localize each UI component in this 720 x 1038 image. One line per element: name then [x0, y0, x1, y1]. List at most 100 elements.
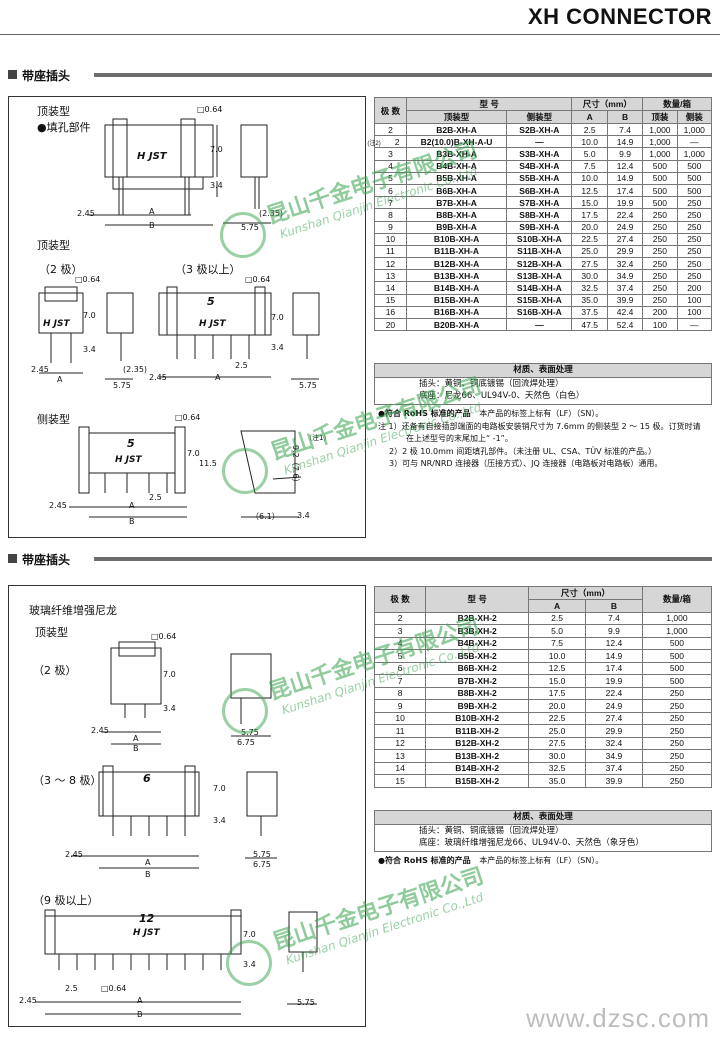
cell-poles: 2 [374, 122, 407, 137]
col-qty-side: 侧装 [676, 110, 713, 124]
cell-poles: 11 [374, 244, 407, 259]
cell-qty-top: 1,000 [642, 135, 678, 149]
cell-top-model: B4B-XH-A [405, 159, 508, 173]
cell-text: B8B-XH-A [436, 209, 477, 220]
cell-b: 29.9 [584, 724, 643, 738]
footer-site: www.dzsc.com [526, 1003, 710, 1033]
cell-poles: 15 [374, 293, 407, 307]
cell-b: 34.9 [606, 269, 644, 283]
cell-text: S15B-XH-A [516, 295, 562, 306]
cell-text: 20.0 [581, 222, 598, 233]
cell-poles: 10 [373, 711, 427, 725]
cell-text: 250 [687, 258, 702, 269]
s2-dim-pin-len: 3.4 [163, 704, 176, 713]
dim-pitch-side: 2.5 [149, 493, 162, 502]
cell-text: 42.4 [616, 307, 634, 318]
cell-text: — [690, 136, 699, 147]
cell-qty-top: 250 [642, 232, 678, 246]
cell-qty-top: 500 [642, 171, 678, 185]
cell-poles: 6 [374, 183, 407, 198]
cell-text: — [690, 319, 699, 330]
s2-dim-b-3: B [137, 1010, 143, 1019]
cell-top-model: B15B-XH-A [405, 293, 508, 307]
s2-col-model: 型 号 [425, 586, 530, 613]
cell-text: 7.5 [583, 161, 596, 172]
label-top-type-s2: 顶装型 [35, 626, 68, 639]
cell-b: 29.9 [606, 244, 644, 259]
cell-b: 37.4 [606, 281, 644, 295]
cell-b: 9.9 [606, 147, 644, 161]
cell-text: 5 [388, 173, 393, 184]
watermark-logo-icon-2 [222, 448, 268, 494]
cell-a: 2.5 [571, 122, 608, 137]
dim-offset: 2.45 [77, 209, 95, 218]
cell-poles: 3 [373, 624, 427, 638]
cell-qty-top: 1,000 [642, 147, 678, 161]
dim-pin-size-side: □0.64 [175, 413, 201, 422]
cell-poles: 8 [373, 686, 427, 700]
cell-b: 27.4 [606, 232, 644, 246]
rohs-label: ●符合 RoHS 标准的产品 [378, 409, 471, 418]
cell-side-model: S3B-XH-A [506, 147, 573, 161]
rohs-note: ●符合 RoHS 标准的产品 本产品的标签上标有（LF）（SN）。 [378, 408, 603, 419]
s2-dim-a-3: A [137, 996, 143, 1005]
cell-a: 37.5 [571, 305, 608, 320]
s2-dim-b-2: B [145, 870, 151, 879]
cell-text: 1,000 [649, 136, 671, 147]
cell-side-model: S9B-XH-A [506, 220, 573, 234]
cell-a: 10.0 [571, 171, 608, 185]
s2-rohs-label: ●符合 RoHS 标准的产品 [378, 856, 471, 865]
cell-qty-side: 100 [676, 305, 713, 320]
cell-a: 30.0 [528, 749, 586, 763]
connector-drawings-section2 [35, 641, 318, 1015]
cell-qty: 250 [641, 699, 713, 713]
dim-height-side: 7.0 [187, 449, 200, 458]
label-side-type: 侧装型 [37, 413, 70, 426]
dim-575-2: 5.75 [113, 381, 131, 390]
section-rule-2 [94, 557, 712, 561]
cell-top-model: B10B-XH-A [405, 232, 508, 246]
cell-text: 250 [687, 234, 702, 245]
cell-side-model: S10B-XH-A [506, 232, 573, 246]
section1-title: 带座插头 [22, 69, 71, 83]
cell-top-model: B2(10.0)B-XH-A-U [405, 135, 508, 149]
cell-poles: 13 [373, 749, 427, 763]
dim-offset-3: 2.45 [149, 373, 167, 382]
cell-b: 22.4 [584, 686, 643, 700]
cell-poles: 13 [374, 269, 407, 283]
cell-model: B11B-XH-2 [425, 724, 530, 738]
s2-jst: H JST [133, 928, 160, 938]
cell-a: 35.0 [528, 774, 586, 788]
s2-dim-pin-3: □0.64 [101, 984, 127, 993]
cell-side-model: S2B-XH-A [506, 122, 573, 137]
cell-text: 250 [687, 222, 702, 233]
cell-b: 17.4 [584, 661, 643, 675]
cell-text: 200 [687, 283, 702, 294]
cell-top-model: B3B-XH-A [405, 147, 508, 161]
dim-b: B [149, 221, 155, 230]
cell-text: 17.4 [616, 185, 634, 196]
cell-qty-side: 250 [676, 257, 713, 271]
col-b: B [606, 110, 644, 124]
cell-qty: 500 [641, 661, 713, 675]
cell-text: B5B-XH-A [436, 173, 477, 184]
dim-pin-size: □0.64 [197, 105, 223, 114]
cell-a: 10.0 [528, 649, 586, 663]
watermark-logo-icon-4 [226, 940, 272, 986]
cell-model: B7B-XH-2 [425, 674, 530, 688]
cell-text: B10B-XH-A [433, 234, 480, 245]
cell-text: 30.0 [581, 270, 598, 281]
cell-text: 1,000 [683, 148, 705, 159]
cell-b: 19.9 [606, 196, 644, 210]
cell-b: 7.4 [584, 611, 643, 625]
cell-b: 37.4 [584, 761, 643, 775]
page-title: XH CONNECTOR [527, 4, 712, 29]
cell-qty: 500 [641, 636, 713, 650]
cell-b: 19.9 [584, 674, 643, 688]
